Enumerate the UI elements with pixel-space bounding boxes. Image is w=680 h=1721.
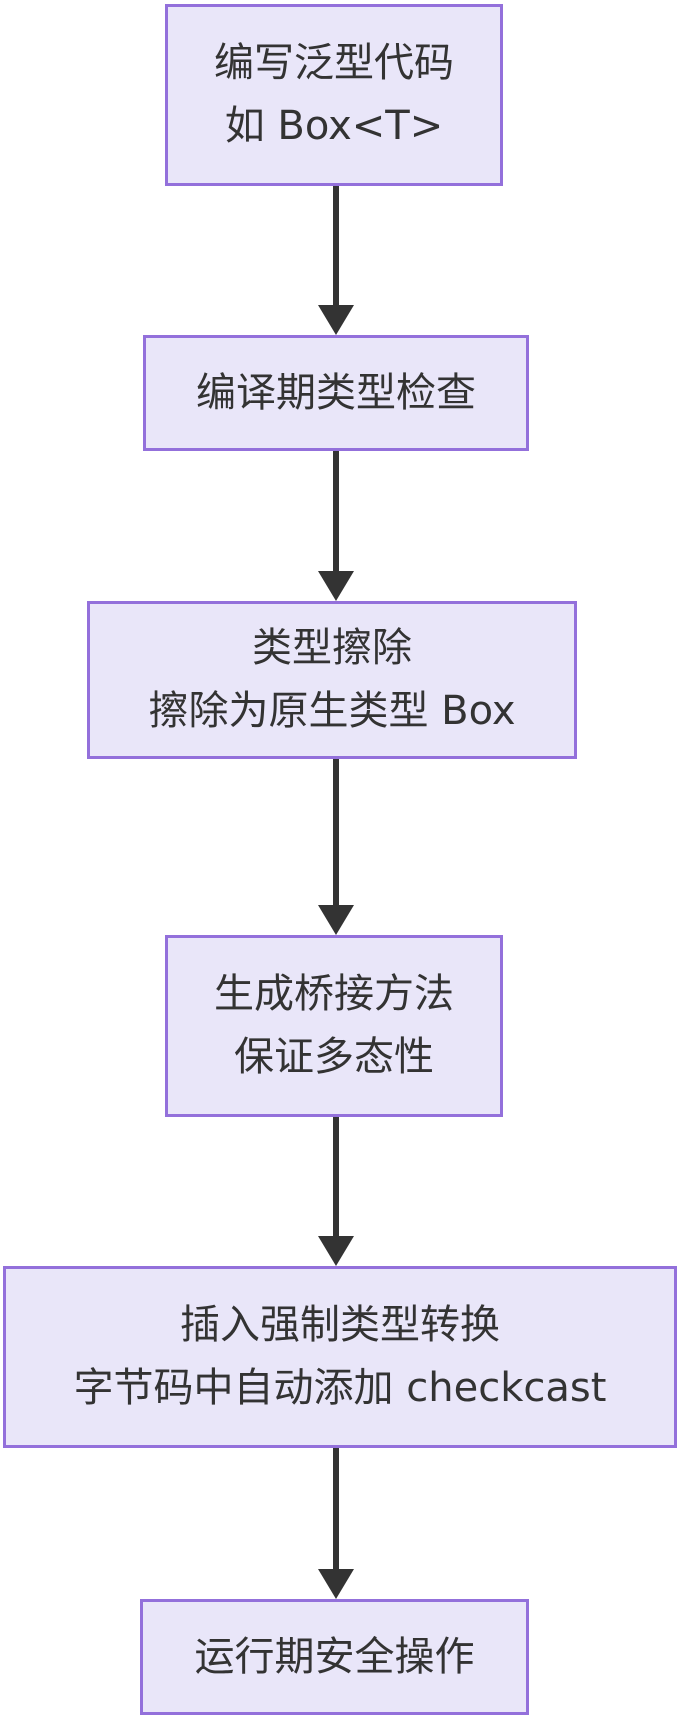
flow-node-bridge-method: 生成桥接方法 保证多态性 (165, 935, 503, 1117)
flow-node-type-erasure: 类型擦除 擦除为原生类型 Box (87, 601, 577, 759)
node-line: 如 Box<T> (224, 103, 444, 149)
arrow-down-icon (318, 1569, 354, 1599)
flow-node-insert-cast: 插入强制类型转换 字节码中自动添加 checkcast (3, 1266, 677, 1448)
flow-node-write-generic-code: 编写泛型代码 如 Box<T> (165, 4, 503, 186)
flow-arrow-1 (318, 186, 354, 335)
node-line: 生成桥接方法 (214, 971, 454, 1017)
arrow-shaft (333, 759, 339, 905)
arrow-shaft (333, 186, 339, 305)
arrow-shaft (333, 1448, 339, 1569)
flow-node-runtime-safe: 运行期安全操作 (140, 1599, 529, 1715)
node-line: 运行期安全操作 (194, 1633, 475, 1680)
node-line: 编写泛型代码 (214, 40, 454, 86)
node-line: 插入强制类型转换 (180, 1302, 500, 1348)
arrow-down-icon (318, 1236, 354, 1266)
flow-arrow-4 (318, 1117, 354, 1266)
arrow-down-icon (318, 571, 354, 601)
node-line: 类型擦除 (252, 625, 412, 671)
node-line: 保证多态性 (234, 1034, 434, 1080)
arrow-shaft (333, 1117, 339, 1236)
node-line: 擦除为原生类型 Box (148, 688, 516, 734)
arrow-shaft (333, 451, 339, 571)
flow-arrow-2 (318, 451, 354, 601)
node-line: 编译期类型检查 (196, 369, 476, 416)
flow-arrow-5 (318, 1448, 354, 1599)
arrow-down-icon (318, 305, 354, 335)
flow-node-compile-type-check: 编译期类型检查 (143, 335, 529, 451)
flow-arrow-3 (318, 759, 354, 935)
arrow-down-icon (318, 905, 354, 935)
node-line: 字节码中自动添加 checkcast (73, 1365, 607, 1411)
